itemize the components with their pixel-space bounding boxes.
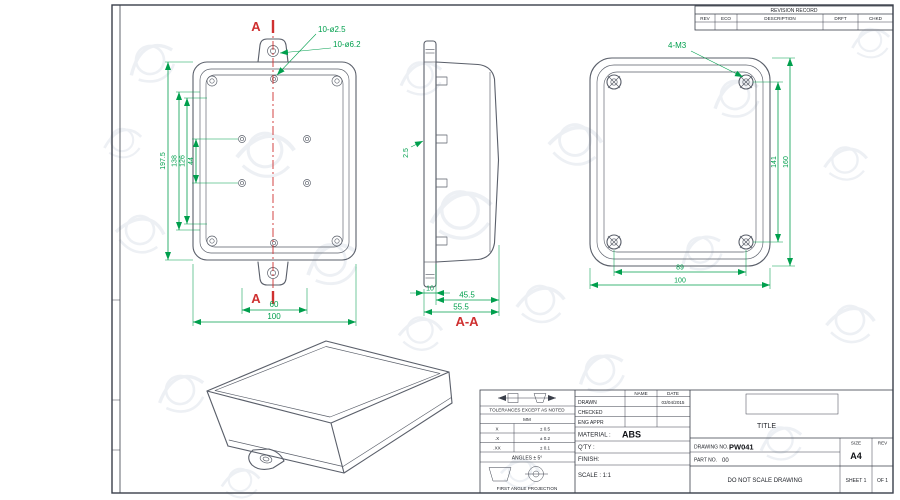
- section-line-A: A A: [251, 19, 275, 306]
- spec-rows: MATERIAL : ABS Q'TY : FINISH: SCALE : 1:…: [578, 430, 641, 480]
- dim-front-60: 60: [270, 300, 279, 309]
- sheet-label: SHEET 1: [846, 478, 867, 484]
- drawing-frame: [111, 4, 894, 494]
- title-area: TITLE DRAWING NO. PW041 PART NO. 00 SIZE…: [694, 393, 888, 484]
- tolerance-block: TOLERANCES EXCEPT AS NOTED MM X ± 0.5 .X…: [488, 393, 565, 491]
- col-header-name: NAME: [634, 391, 647, 396]
- title-block: TOLERANCES EXCEPT AS NOTED MM X ± 0.5 .X…: [479, 389, 894, 494]
- side-section-view: 2.5 10 45.5 55.5 A-A: [403, 40, 500, 329]
- title-block-grid: [479, 389, 894, 494]
- tol-row2-label: .X: [495, 436, 499, 441]
- drawing-no-value: PW041: [729, 443, 754, 452]
- dim-back-89: 89: [676, 265, 684, 272]
- dim-front-100: 100: [267, 312, 281, 321]
- label-back-screws: 4-M3: [668, 41, 687, 50]
- back-dimensions: 4-M3 141 160 89 100: [589, 41, 795, 289]
- of-label: OF 1: [877, 478, 888, 484]
- dim-side-body: 45.5: [459, 291, 475, 300]
- dim-front-138: 138: [172, 155, 179, 167]
- logo-box: [745, 393, 839, 415]
- size-label: SIZE: [851, 441, 861, 446]
- dim-back-141: 141: [771, 156, 778, 168]
- revision-col-eco: ECO: [721, 16, 731, 21]
- side-dimensions: 2.5 10 45.5 55.5 A-A: [403, 140, 500, 329]
- signature-rows: NAME DATE DRAWN 03/04/2015 CHECKED ENG A…: [578, 391, 685, 426]
- tol-row3-value: ± 0.1: [540, 446, 551, 451]
- section-title-A-A: A-A: [455, 314, 479, 329]
- finish-label: FINISH:: [578, 457, 600, 463]
- dim-front-44: 44: [188, 157, 195, 165]
- front-outline: [192, 61, 357, 261]
- row-drawn-label: DRAWN: [578, 400, 597, 406]
- qty-label: Q'TY :: [578, 445, 595, 451]
- side-outline: [423, 40, 500, 288]
- tol-row1-value: ± 0.5: [540, 427, 551, 432]
- do-not-scale-note: DO NOT SCALE DRAWING: [727, 478, 802, 484]
- drawing-no-label: DRAWING NO.: [694, 445, 728, 451]
- dim-side-overall: 55.5: [453, 303, 469, 312]
- back-outline: [589, 57, 771, 267]
- revision-col-description: DESCRIPTION: [764, 16, 795, 21]
- scale-label: SCALE : 1:1: [578, 473, 612, 479]
- revision-table-title: REVISION RECORD: [771, 8, 818, 14]
- tolerance-unit: MM: [523, 417, 531, 422]
- size-value: A4: [850, 451, 862, 461]
- material-label: MATERIAL :: [578, 433, 611, 439]
- title-label: TITLE: [757, 423, 776, 430]
- tolerances-header: TOLERANCES EXCEPT AS NOTED: [489, 408, 565, 413]
- tol-row2-value: ± 0.2: [540, 436, 551, 441]
- iso-top-face: [206, 340, 450, 424]
- revision-col-drft: DRFT: [834, 16, 846, 21]
- col-header-date: DATE: [667, 391, 679, 396]
- front-view: A A 197.5 138 126 44 60: [160, 19, 361, 326]
- front-dimensions: 197.5 138 126 44 60 100 10-ø2.5 10-ø6.2: [160, 25, 361, 326]
- revision-col-rev: REV: [700, 16, 710, 21]
- material-value: ABS: [622, 430, 641, 440]
- section-letter-bottom: A: [251, 291, 261, 306]
- rev-label: REV: [878, 441, 888, 446]
- back-view: 4-M3 141 160 89 100: [589, 41, 795, 289]
- dim-side-wall: 2.5: [403, 148, 410, 158]
- projection-label: FIRST ANGLE PROJECTION: [497, 486, 558, 491]
- isometric-view: [206, 340, 453, 474]
- part-no-label: PART NO.: [694, 458, 717, 464]
- front-screw-holes: [206, 75, 343, 247]
- section-letter-top: A: [251, 19, 261, 34]
- dim-front-overall-height: 197.5: [160, 152, 167, 170]
- drawn-date: 03/04/2015: [662, 400, 685, 405]
- first-angle-symbol: [488, 466, 548, 482]
- dim-back-160: 160: [783, 156, 790, 168]
- projection-arrow-symbol: [498, 393, 556, 403]
- back-corner-screws: [606, 74, 754, 250]
- iso-lid-step: [214, 346, 441, 418]
- iso-mounting-tab: [248, 448, 285, 471]
- tol-row1-label: X: [495, 427, 498, 432]
- label-holes-boss: 10-ø6.2: [333, 40, 361, 49]
- dim-back-100: 100: [674, 278, 686, 285]
- revision-col-chkd: CHKD: [869, 16, 883, 21]
- tol-row3-label: .XX: [493, 446, 500, 451]
- angles-tolerance: ANGLES ± 5°: [512, 456, 543, 462]
- label-holes-pilot: 10-ø2.5: [318, 25, 346, 34]
- part-no-value: 00: [722, 458, 729, 464]
- row-checked-label: CHECKED: [578, 410, 603, 416]
- revision-table: REVISION RECORD REV ECO DESCRIPTION DRFT…: [694, 5, 894, 31]
- dim-front-126: 126: [180, 155, 187, 167]
- row-eng-appr-label: ENG APPR: [578, 420, 604, 426]
- dim-side-lid: 10: [426, 286, 434, 293]
